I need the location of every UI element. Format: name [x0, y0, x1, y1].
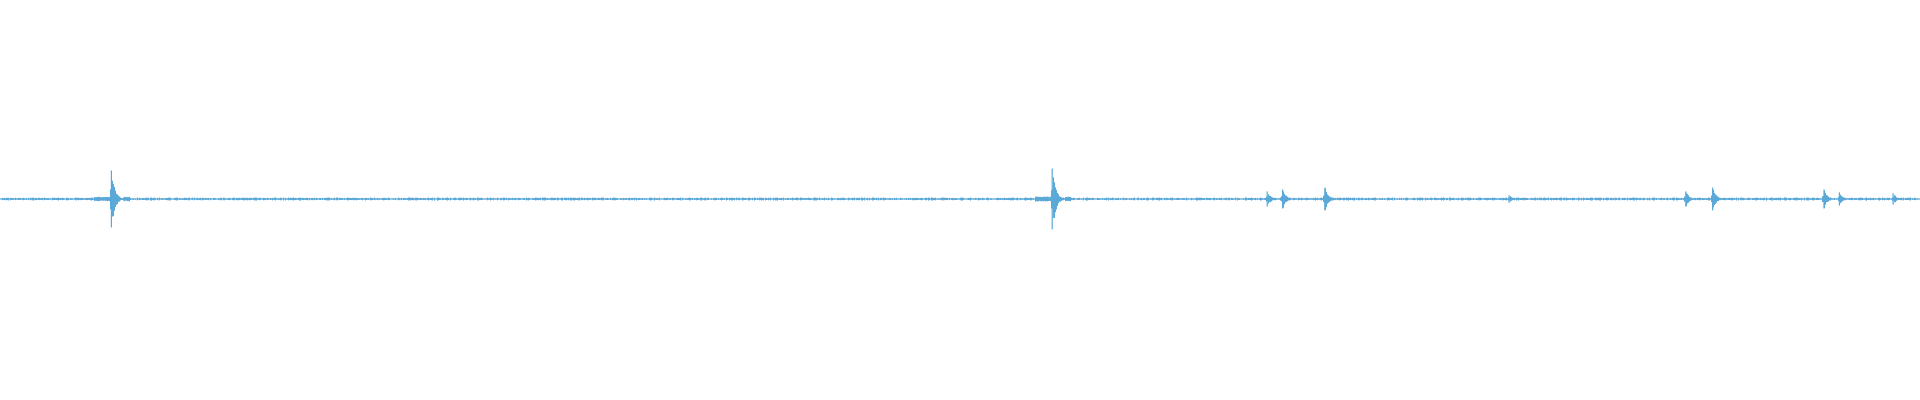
- waveform-series-0: [0, 177, 1920, 219]
- waveform-layer: [0, 168, 1920, 230]
